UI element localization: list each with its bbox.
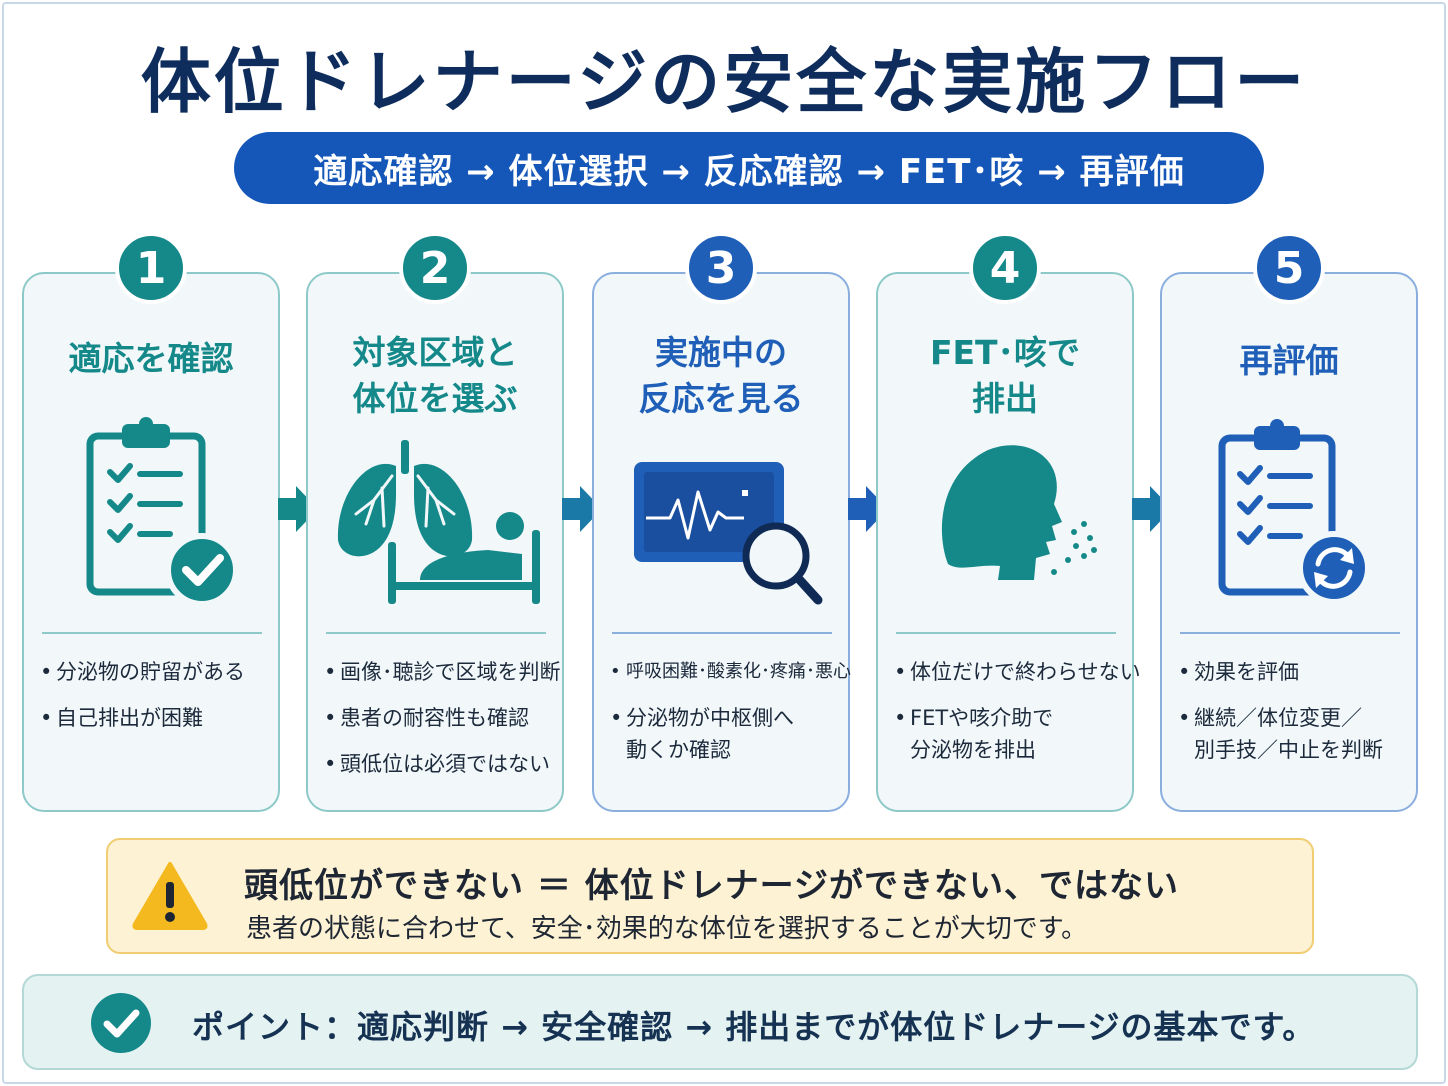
flow-summary-text: 適応確認 → 体位選択 → 反応確認 → FET･咳 → 再評価: [313, 151, 1185, 192]
step-divider-4: [896, 632, 1116, 634]
step-title-5: 再評価: [1162, 338, 1416, 384]
step-bullets-4: 体位だけで終わらせない FETや咳介助で 分泌物を排出: [892, 656, 1141, 780]
step-title-2: 対象区域と 体位を選ぶ: [308, 330, 562, 422]
step-divider-2: [326, 632, 546, 634]
step-divider-5: [1180, 632, 1400, 634]
step-card-5: 再評価 効果を評価 継続／体位変更／ 別手技／中止を判断: [1160, 272, 1418, 812]
step-title-4-line-2: 排出: [972, 379, 1038, 418]
step-divider-1: [42, 632, 262, 634]
point-box: ポイント：適応判断 → 安全確認 → 排出までが体位ドレナージの基本です。: [22, 974, 1418, 1070]
head-cough-icon: [941, 445, 1097, 580]
step-1-bullet-2: 自己排出が困難: [38, 702, 278, 734]
arrow-right-icon: [848, 486, 888, 532]
point-text: ポイント：適応判断 → 安全確認 → 排出までが体位ドレナージの基本です。: [192, 1008, 1316, 1046]
lungs-bed-icon: [337, 440, 540, 604]
step-bullets-5: 効果を評価 継続／体位変更／ 別手技／中止を判断: [1176, 656, 1416, 780]
step-bullets-2: 画像･聴診で区域を判断 患者の耐容性も確認 頭低位は必須ではない: [322, 656, 562, 794]
step-card-3: 実施中の 反応を見る 呼吸困難･酸素化･疼痛･悪心 分泌物が中枢側へ 動くか確認: [592, 272, 851, 812]
step-1-bullet-1: 分泌物の貯留がある: [38, 656, 278, 688]
warning-box: 頭低位ができない ＝ 体位ドレナージができない、ではない 患者の状態に合わせて、…: [106, 838, 1314, 954]
step-number-badge-1: 1: [115, 232, 187, 304]
step-title-3-line-1: 実施中の: [655, 333, 787, 372]
warning-text: 患者の状態に合わせて、安全･効果的な体位を選択することが大切です。: [246, 914, 1088, 944]
arrow-right-icon: [562, 486, 602, 532]
step-title-1-line-1: 適応を確認: [68, 339, 234, 378]
clipboard-refresh-icon: [1218, 419, 1371, 605]
warning-heading: 頭低位ができない ＝ 体位ドレナージができない、ではない: [244, 866, 1179, 906]
step-number-badge-5: 5: [1253, 232, 1325, 304]
step-title-4-line-1: FET･咳で: [929, 333, 1081, 372]
step-2-bullet-2: 患者の耐容性も確認: [322, 702, 562, 734]
arrow-right-icon: [1132, 486, 1172, 532]
step-bullets-1: 分泌物の貯留がある 自己排出が困難: [38, 656, 278, 748]
step-number-badge-3: 3: [685, 232, 757, 304]
step-number-badge-2: 2: [399, 232, 471, 304]
monitor-magnifier-icon: [634, 462, 823, 605]
step-title-2-line-1: 対象区域と: [352, 333, 518, 372]
step-title-4: FET･咳で 排出: [878, 330, 1132, 422]
step-2-bullet-3: 頭低位は必須ではない: [322, 748, 562, 780]
step-4-bullet-2: FETや咳介助で 分泌物を排出: [892, 702, 1132, 766]
step-title-1: 適応を確認: [24, 336, 278, 382]
arrow-right-icon: [278, 486, 318, 532]
step-3-bullet-1: 呼吸困難･酸素化･疼痛･悪心: [608, 656, 851, 688]
step-divider-3: [612, 632, 832, 634]
step-title-2-line-2: 体位を選ぶ: [352, 379, 518, 418]
page-title: 体位ドレナージの安全な実施フロー: [140, 41, 1308, 123]
step-3-bullet-2: 分泌物が中枢側へ 動くか確認: [608, 702, 848, 766]
step-card-4: FET･咳で 排出 体位だけで終わらせない FETや咳介助で 分泌物を排出: [876, 272, 1141, 812]
step-card-2: 対象区域と 体位を選ぶ 画像･聴診で区域を判断 患者の耐容性も確認 頭低位は必須…: [306, 272, 564, 812]
step-number-badge-4: 4: [969, 232, 1041, 304]
clipboard-check-icon: [86, 417, 239, 607]
step-title-3: 実施中の 反応を見る: [594, 330, 848, 422]
step-5-bullet-1: 効果を評価: [1176, 656, 1416, 688]
step-5-bullet-2: 継続／体位変更／ 別手技／中止を判断: [1176, 702, 1416, 766]
check-circle-icon: [91, 993, 151, 1053]
step-title-5-line-1: 再評価: [1239, 341, 1339, 380]
warning-triangle-icon: [132, 862, 208, 930]
step-4-bullet-1: 体位だけで終わらせない: [892, 656, 1141, 688]
flow-summary-pill: 適応確認 → 体位選択 → 反応確認 → FET･咳 → 再評価: [234, 132, 1264, 204]
step-bullets-3: 呼吸困難･酸素化･疼痛･悪心 分泌物が中枢側へ 動くか確認: [608, 656, 851, 780]
step-card-1: 適応を確認 分泌物の貯留がある 自己排出が困難: [22, 272, 280, 812]
step-title-3-line-2: 反応を見る: [638, 379, 804, 418]
step-2-bullet-1: 画像･聴診で区域を判断: [322, 656, 562, 688]
